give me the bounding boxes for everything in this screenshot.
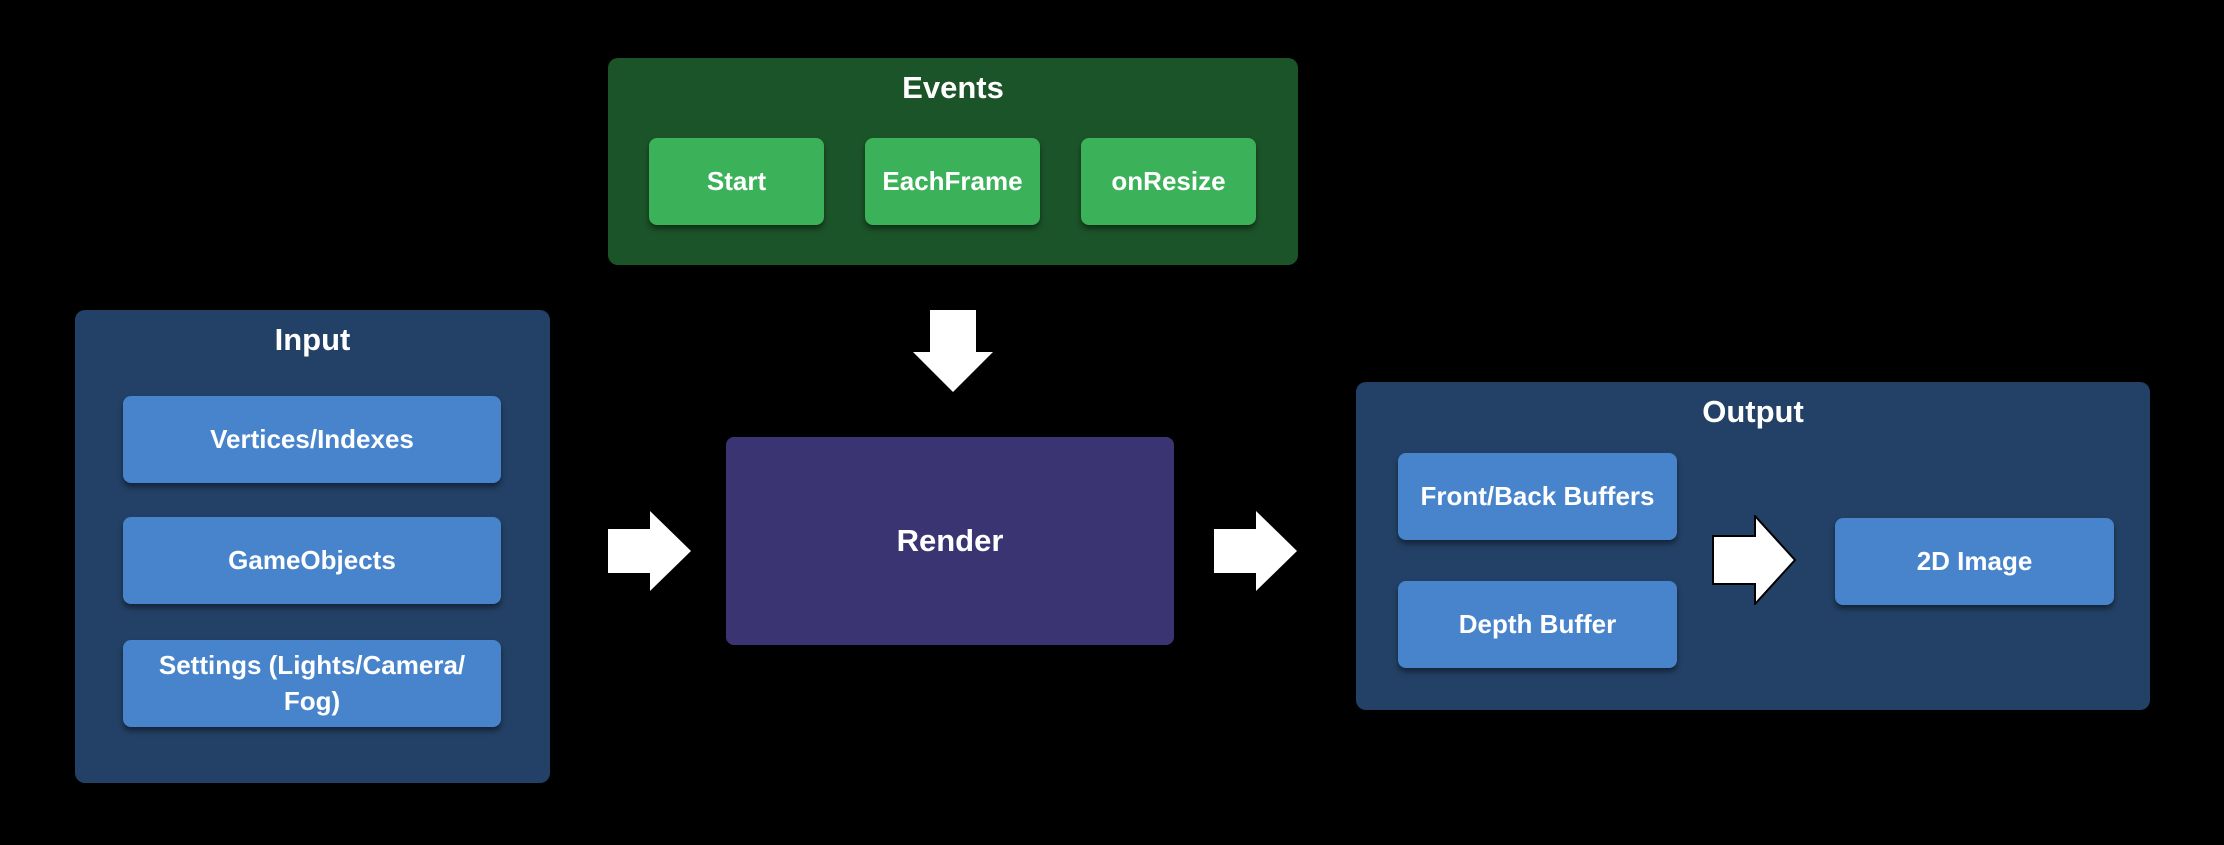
input-title: Input (274, 322, 351, 357)
vertices-indexes-box: Vertices/Indexes (123, 396, 501, 483)
events-panel: Events Start EachFrame onResize (608, 58, 1298, 265)
event-onresize-box: onResize (1081, 138, 1256, 225)
gameobjects-box: GameObjects (123, 517, 501, 604)
event-start-box: Start (649, 138, 824, 225)
settings-box: Settings (Lights/Camera/ Fog) (123, 640, 501, 727)
output-panel: Output Front/Back Buffers Depth Buffer 2… (1356, 382, 2150, 710)
depth-buffer-box: Depth Buffer (1398, 581, 1677, 668)
arrow-right-icon (608, 511, 691, 591)
input-panel: Input Vertices/Indexes GameObjects Setti… (75, 310, 550, 783)
events-title: Events (902, 70, 1004, 105)
event-eachframe-box: EachFrame (865, 138, 1040, 225)
2d-image-box: 2D Image (1835, 518, 2114, 605)
arrow-right-icon (1712, 515, 1796, 605)
render-box: Render (726, 437, 1174, 645)
output-title: Output (1702, 394, 1804, 429)
arrow-down-icon (913, 310, 993, 392)
front-back-buffers-box: Front/Back Buffers (1398, 453, 1677, 540)
arrow-right-icon (1214, 511, 1297, 591)
